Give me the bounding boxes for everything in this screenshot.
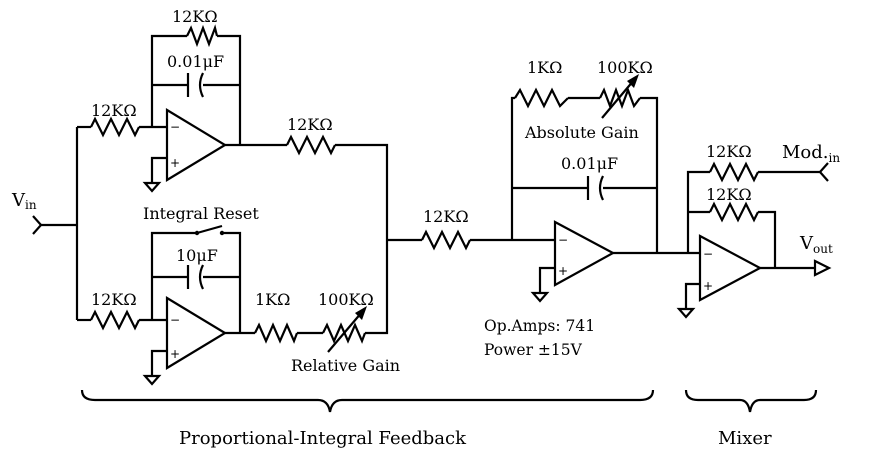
reset-switch bbox=[194, 230, 225, 236]
capacitors bbox=[186, 72, 604, 290]
svg-text:+: + bbox=[558, 264, 568, 278]
svg-text:−: − bbox=[170, 120, 180, 134]
label-mixer: Mixer bbox=[718, 428, 772, 449]
label-absolute-gain: Absolute Gain bbox=[524, 123, 639, 142]
label-power: Power ±15V bbox=[484, 341, 583, 359]
label-relative-gain: Relative Gain bbox=[291, 356, 400, 375]
braces bbox=[80, 389, 818, 413]
svg-text:+: + bbox=[170, 156, 180, 170]
label-r-bottom-100k: 100KΩ bbox=[318, 290, 374, 309]
label-r-abs-100k: 100KΩ bbox=[597, 58, 653, 77]
resistor-bottom-input bbox=[90, 309, 140, 331]
ground-bottom bbox=[142, 374, 162, 386]
resistor-mixer-fb bbox=[709, 201, 759, 223]
label-r-top-output: 12KΩ bbox=[287, 115, 333, 134]
pi-feedback-brace bbox=[80, 389, 655, 413]
svg-text:−: − bbox=[170, 313, 180, 327]
label-mod-in: Mod.in bbox=[782, 142, 840, 165]
ground-mixer bbox=[676, 307, 696, 319]
label-r-abs-1k: 1KΩ bbox=[527, 58, 562, 77]
label-r-bottom-1k: 1KΩ bbox=[255, 290, 290, 309]
label-opamps: Op.Amps: 741 bbox=[484, 317, 595, 335]
vout-terminal bbox=[813, 259, 832, 277]
label-r-top-feedback: 12KΩ bbox=[172, 7, 218, 26]
labels: 12KΩ 0.01μF 12KΩ 12KΩ Vin Integral Reset… bbox=[11, 7, 840, 449]
label-pi-feedback: Proportional-Integral Feedback bbox=[179, 428, 467, 449]
ground-top bbox=[142, 181, 162, 193]
mixer-brace bbox=[684, 389, 818, 413]
ground-mid bbox=[530, 291, 550, 303]
resistor-mid bbox=[421, 229, 471, 251]
resistor-top-feedback bbox=[186, 24, 219, 48]
label-r-mixer-fb: 12KΩ bbox=[706, 185, 752, 204]
resistors bbox=[90, 24, 759, 344]
op-amp-top: − + bbox=[165, 108, 228, 182]
resistor-bottom-1k bbox=[254, 322, 299, 344]
grounds bbox=[142, 181, 696, 386]
label-vin: Vin bbox=[11, 190, 37, 212]
potentiometer-arrows bbox=[327, 74, 639, 353]
io-symbols bbox=[32, 162, 832, 277]
resistor-top-output bbox=[286, 134, 336, 156]
resistor-top-input bbox=[90, 116, 140, 138]
label-c-top: 0.01μF bbox=[167, 52, 224, 71]
svg-text:+: + bbox=[170, 347, 180, 361]
svg-text:−: − bbox=[558, 233, 568, 247]
svg-text:−: − bbox=[703, 247, 713, 261]
label-r-top-input: 12KΩ bbox=[91, 101, 137, 120]
label-c-abs: 0.01μF bbox=[561, 154, 618, 173]
label-r-mid: 12KΩ bbox=[423, 207, 469, 226]
op-amp-bottom: − + bbox=[165, 296, 228, 370]
vin-terminal bbox=[32, 215, 43, 235]
resistor-abs-1k bbox=[514, 87, 569, 109]
label-vout: Vout bbox=[799, 233, 833, 256]
label-r-bottom-input: 12KΩ bbox=[91, 290, 137, 309]
svg-text:+: + bbox=[703, 279, 713, 293]
op-amp-middle: − + bbox=[553, 220, 616, 287]
mod-in-terminal bbox=[818, 162, 829, 182]
op-amp-mixer: − + bbox=[698, 234, 763, 302]
resistor-mixer-mod bbox=[709, 161, 759, 183]
wires bbox=[40, 34, 820, 376]
label-r-mixer-mod: 12KΩ bbox=[706, 142, 752, 161]
label-integral-reset: Integral Reset bbox=[143, 204, 259, 223]
label-c-bottom: 10μF bbox=[176, 246, 218, 265]
